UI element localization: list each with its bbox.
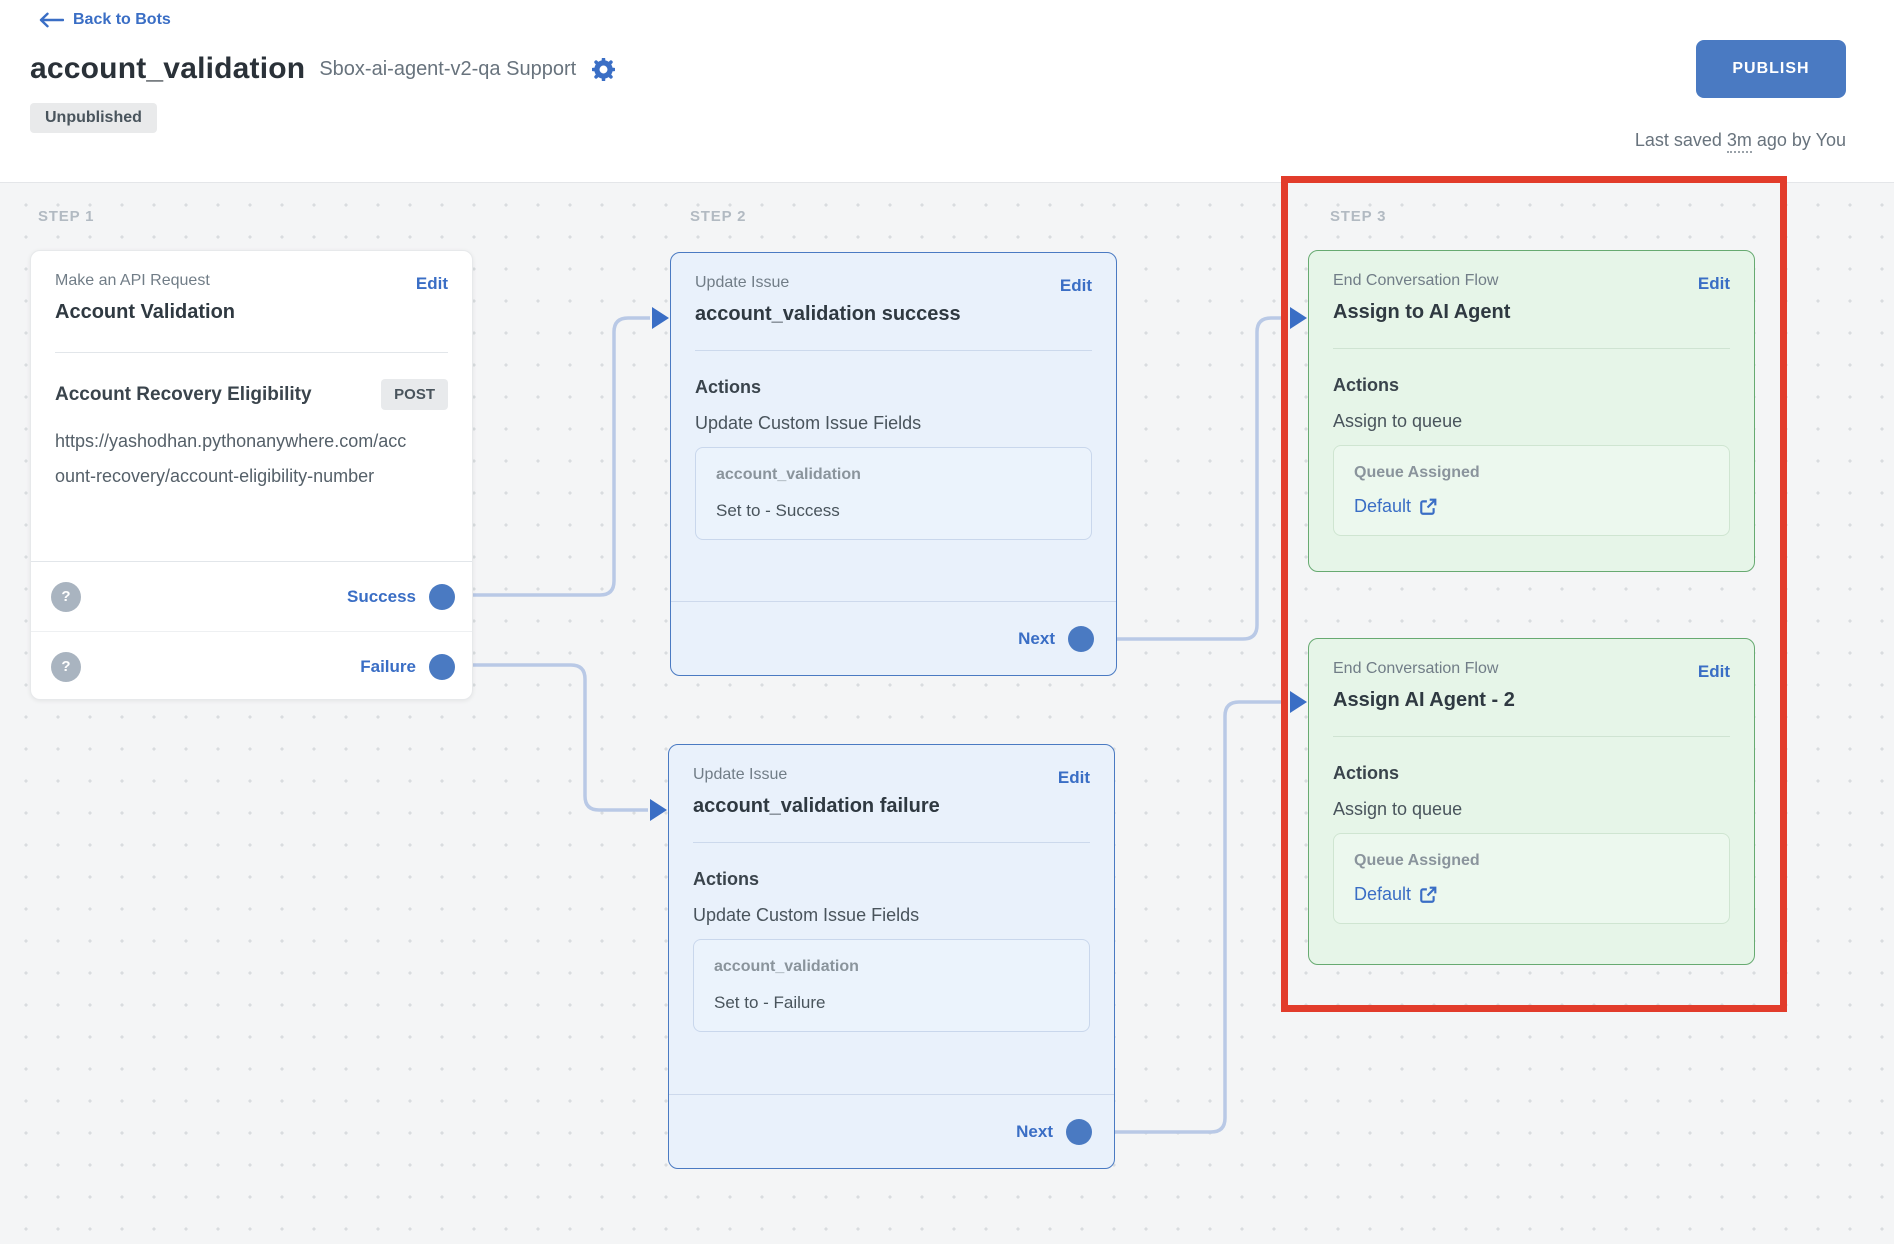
- step2-label: STEP 2: [690, 208, 747, 225]
- actions-heading: Actions: [1333, 763, 1400, 783]
- next-port-handle[interactable]: [1066, 1118, 1092, 1145]
- next-port-label: Next: [1016, 1121, 1053, 1141]
- card-title: Assign AI Agent - 2: [1333, 689, 1515, 711]
- bot-title-row: account_validation Sbox-ai-agent-v2-qa S…: [30, 52, 616, 86]
- queue-default-link[interactable]: Default: [1354, 496, 1437, 517]
- actions-heading: Actions: [693, 869, 760, 889]
- queue-box-label: Queue Assigned: [1354, 852, 1480, 869]
- flow-canvas: STEP 1 STEP 2 STEP 3 Make an API Request…: [0, 183, 1894, 1244]
- help-icon[interactable]: ?: [51, 581, 81, 612]
- queue-default-link[interactable]: Default: [1354, 884, 1437, 905]
- publish-button[interactable]: PUBLISH: [1696, 40, 1846, 98]
- edit-button[interactable]: Edit: [1697, 274, 1730, 293]
- field-name: account_validation: [714, 958, 859, 975]
- end-flow-agent2-card: End Conversation Flow Edit Assign AI Age…: [1308, 638, 1755, 965]
- next-port-handle[interactable]: [1068, 625, 1094, 652]
- end-flow-agent1-card: End Conversation Flow Edit Assign to AI …: [1308, 250, 1755, 572]
- field-value: Set to - Failure: [714, 993, 826, 1012]
- back-link-label: Back to Bots: [73, 11, 171, 28]
- http-method-badge: POST: [381, 379, 448, 410]
- card-type-label: End Conversation Flow: [1333, 660, 1499, 677]
- custom-field-box: account_validation Set to - Failure: [693, 939, 1090, 1032]
- card-type-label: End Conversation Flow: [1333, 272, 1499, 289]
- external-link-icon: [1419, 886, 1437, 904]
- queue-box-label: Queue Assigned: [1354, 464, 1480, 481]
- connector-success: [443, 316, 650, 597]
- queue-link-label: Default: [1354, 884, 1412, 904]
- action-name: Assign to queue: [1333, 411, 1463, 431]
- edit-button[interactable]: Edit: [1697, 662, 1730, 681]
- status-badge: Unpublished: [30, 103, 157, 133]
- update-issue-failure-card: Update Issue Edit account_validation fai…: [668, 744, 1115, 1169]
- step3-label: STEP 3: [1330, 208, 1387, 225]
- field-value: Set to - Success: [716, 501, 840, 520]
- field-name: account_validation: [716, 466, 861, 483]
- last-saved-time: 3m: [1726, 130, 1752, 153]
- success-port-handle[interactable]: [429, 583, 455, 610]
- edit-button[interactable]: Edit: [1059, 276, 1092, 295]
- arrowhead-next-failure: [1290, 691, 1307, 713]
- step1-label: STEP 1: [38, 208, 95, 225]
- next-port-row: Next: [671, 601, 1116, 675]
- failure-port-label: Failure: [360, 656, 416, 676]
- card-title: account_validation failure: [693, 795, 940, 817]
- failure-port-row: ? Failure: [31, 631, 472, 701]
- back-arrow-icon: [38, 12, 64, 28]
- request-name: Account Recovery Eligibility: [55, 383, 312, 405]
- card-title: account_validation success: [695, 303, 961, 325]
- connector-failure: [443, 663, 648, 812]
- arrowhead-success: [652, 307, 669, 329]
- update-issue-success-card: Update Issue Edit account_validation suc…: [670, 252, 1117, 676]
- page-title: account_validation: [30, 52, 306, 85]
- action-name: Update Custom Issue Fields: [693, 905, 920, 925]
- card-type-label: Update Issue: [693, 766, 788, 783]
- api-request-card: Make an API Request Edit Account Validat…: [30, 250, 473, 700]
- queue-link-label: Default: [1354, 496, 1412, 516]
- actions-heading: Actions: [1333, 375, 1400, 395]
- action-name: Assign to queue: [1333, 799, 1463, 819]
- page-header: Back to Bots account_validation Sbox-ai-…: [0, 0, 1894, 183]
- settings-gear-icon[interactable]: [592, 57, 616, 81]
- edit-button[interactable]: Edit: [1057, 768, 1090, 787]
- edit-button[interactable]: Edit: [415, 274, 448, 293]
- action-name: Update Custom Issue Fields: [695, 413, 922, 433]
- queue-assigned-box: Queue Assigned Default: [1333, 445, 1730, 536]
- next-port-label: Next: [1018, 628, 1055, 648]
- arrowhead-failure: [650, 799, 667, 821]
- queue-assigned-box: Queue Assigned Default: [1333, 833, 1730, 924]
- actions-heading: Actions: [695, 377, 762, 397]
- success-port-row: ? Success: [31, 561, 472, 631]
- card-type-label: Update Issue: [695, 274, 790, 291]
- back-to-bots-link[interactable]: Back to Bots: [38, 11, 171, 29]
- help-icon[interactable]: ?: [51, 651, 81, 682]
- request-url: https://yashodhan.pythonanywhere.com/acc…: [55, 431, 407, 486]
- custom-field-box: account_validation Set to - Success: [695, 447, 1092, 540]
- success-port-label: Success: [347, 586, 416, 606]
- next-port-row: Next: [669, 1094, 1114, 1168]
- card-title: Assign to AI Agent: [1333, 301, 1511, 323]
- failure-port-handle[interactable]: [429, 653, 455, 680]
- arrowhead-next-success: [1290, 307, 1307, 329]
- card-title: Account Validation: [55, 301, 236, 323]
- external-link-icon: [1419, 498, 1437, 516]
- card-type-label: Make an API Request: [55, 272, 210, 289]
- last-saved-text: Last saved 3m ago by You: [1635, 130, 1846, 153]
- bot-brand-subtitle: Sbox-ai-agent-v2-qa Support: [319, 57, 577, 80]
